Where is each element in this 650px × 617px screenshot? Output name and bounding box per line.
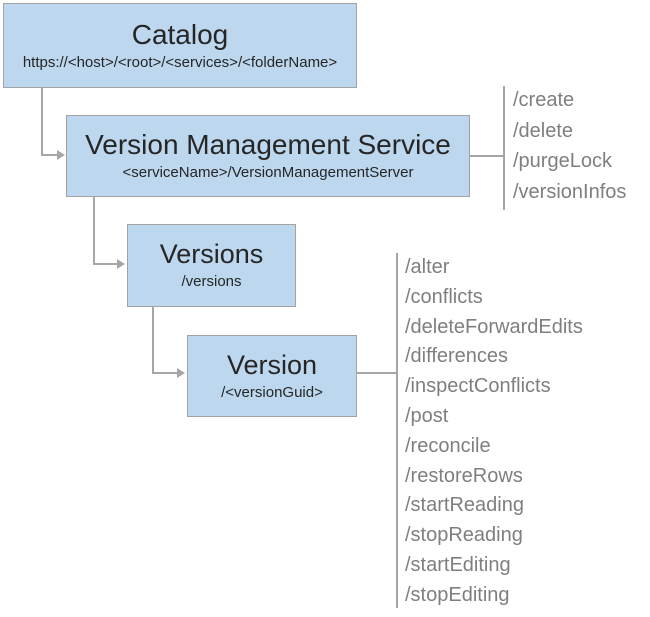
operation-label: /differences [405,345,509,368]
operation-label: /stopReading [405,524,523,547]
node-catalog-title: Catalog [131,18,229,50]
operation-label: /restoreRows [405,464,523,487]
operations-rail-vms [503,86,505,210]
node-version-management-service-path: <serviceName>/VersionManagementServer [122,164,414,182]
operation-label: /conflicts [405,285,483,308]
node-version-title: Version [226,349,318,380]
node-versions: Versions /versions [127,224,296,307]
connector-version-to-operations [357,372,397,374]
operation-label: /stopEditing [405,583,510,606]
connector-vms-to-operations [470,155,504,157]
operation-label: /startReading [405,494,524,517]
connector-vms-to-versions-horizontal [93,263,118,265]
node-versions-path: /versions [181,273,242,291]
node-version-management-service-title: Version Management Service [85,129,451,161]
node-version-path: /<versionGuid> [221,383,323,401]
operation-label: /deleteForwardEdits [405,315,583,338]
operations-list-version-management-service: /create/delete/purgeLock/versionInfos [513,85,626,207]
operation-label: /startEditing [405,553,511,576]
operation-label: /inspectConflicts [405,375,551,398]
arrowhead-right-icon [117,259,125,269]
connector-catalog-to-vms-vertical [41,88,43,156]
node-catalog-url: https://<host>/<root>/<services>/<folder… [22,53,338,71]
operation-label: /delete [513,119,574,142]
arrowhead-right-icon [177,368,185,378]
operation-label: /post [405,404,449,427]
connector-catalog-to-vms-horizontal [41,154,58,156]
node-versions-title: Versions [159,239,264,270]
arrowhead-right-icon [57,150,65,160]
operation-label: /create [513,89,575,111]
connector-versions-to-version-vertical [152,307,154,374]
operation-label: /purgeLock [513,150,612,172]
node-catalog: Catalog https://<host>/<root>/<services>… [3,3,357,88]
node-version-management-service: Version Management Service <serviceName>… [66,115,470,197]
connector-versions-to-version-horizontal [152,372,178,374]
node-version: Version /<versionGuid> [187,335,357,417]
operations-rail-version [396,253,398,608]
operation-label: /alter [405,256,450,278]
operation-label: /reconcile [405,434,491,457]
operation-label: /versionInfos [513,180,627,203]
connector-vms-to-versions-vertical [93,197,95,265]
operations-list-version: /alter/conflicts/deleteForwardEdits/diff… [405,253,583,611]
